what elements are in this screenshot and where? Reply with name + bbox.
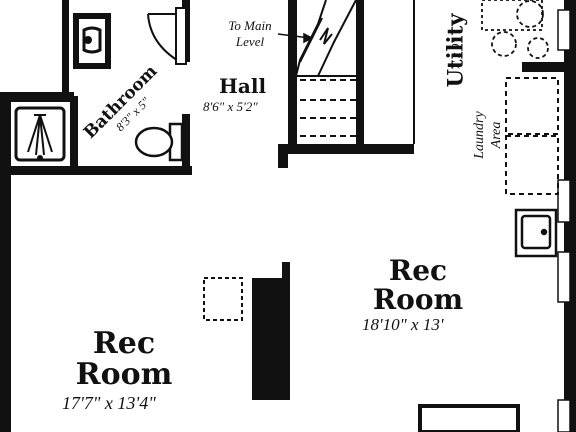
wall-hall-stub — [278, 144, 288, 168]
windows-right — [557, 9, 571, 432]
wall-shower-right — [70, 96, 78, 170]
counter-bottom-right — [418, 404, 520, 432]
utility-dimensions: 7' x 9" — [448, 38, 463, 70]
hall-dimensions: 8'6" x 5'2" — [203, 99, 258, 114]
wall-utility-top — [522, 62, 576, 72]
rec-room-left-line1: Rec — [92, 326, 156, 361]
stairs-label-line1: To Main — [228, 18, 272, 33]
sink-bathroom — [73, 13, 111, 69]
rec-room-right-title: Rec Room — [358, 256, 478, 314]
wall-stair-right — [356, 0, 364, 152]
stairs-arrow — [277, 32, 314, 44]
utility-appliances — [481, 0, 549, 59]
hall-title: Hall — [219, 74, 267, 98]
rec-room-left-title: Rec Room — [64, 328, 184, 390]
laundry-label: Laundry Area — [471, 95, 505, 175]
stairs — [295, 0, 415, 144]
wall-left-exterior — [0, 92, 11, 432]
shower-stall — [14, 106, 66, 162]
stairs-label-line2: Level — [235, 34, 265, 49]
wall-hall-bottom — [278, 144, 414, 154]
rec-room-right-line1: Rec — [388, 254, 448, 287]
laundry-machines — [505, 77, 559, 195]
wall-bathroom-bottom — [8, 166, 192, 175]
rec-room-left-line2: Room — [75, 357, 173, 392]
bathroom-door — [147, 7, 187, 65]
wall-bathroom-right — [182, 114, 190, 174]
wall-stair-left — [288, 0, 297, 152]
rec-room-right-line2: Room — [372, 283, 464, 316]
fireplace-block — [252, 278, 282, 400]
dashed-chair — [203, 277, 243, 321]
wall-shower-top — [0, 92, 74, 102]
laundry-label-line2: Area — [489, 121, 504, 149]
wall-bathroom-left — [62, 0, 69, 92]
laundry-label-line1: Laundry — [472, 111, 487, 159]
stairs-label: To Main Level — [218, 18, 282, 50]
utility-sink — [514, 208, 558, 258]
rec-room-left-dimensions: 17'7" x 13'4" — [62, 393, 156, 413]
toilet — [134, 122, 184, 162]
fireplace-post — [282, 262, 290, 400]
rec-room-right-dimensions: 18'10" x 13' — [362, 315, 444, 334]
